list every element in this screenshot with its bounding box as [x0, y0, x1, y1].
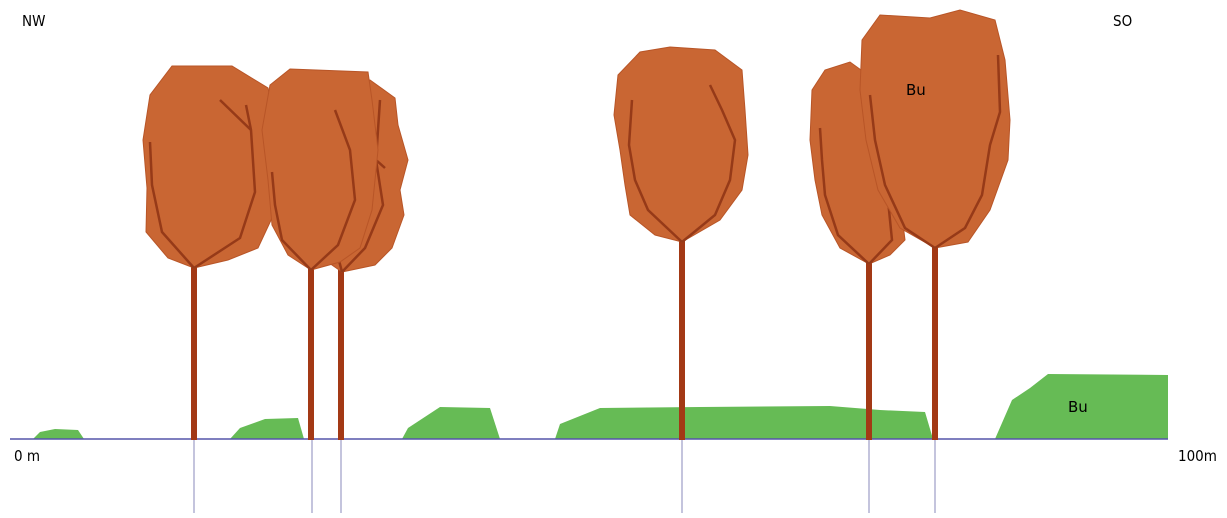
- direction-label-southeast: SO: [1113, 12, 1132, 30]
- trunk: [308, 268, 314, 440]
- shrub-layer: [33, 374, 1168, 439]
- scale-end-label: 100m: [1178, 447, 1217, 465]
- trunk: [866, 260, 872, 440]
- crown: [614, 47, 748, 242]
- crown: [262, 69, 378, 270]
- shrub-3: [402, 407, 500, 439]
- shrub-1: [33, 429, 84, 439]
- trunk: [191, 265, 197, 440]
- shrub-4: [555, 406, 933, 439]
- trunk: [932, 245, 938, 440]
- tree-1: [143, 66, 275, 440]
- tree-4: [614, 47, 748, 440]
- canopy-species-label: Bu: [906, 81, 926, 99]
- shrub-2: [230, 418, 304, 439]
- tree-position-markers: [194, 439, 935, 513]
- crown: [143, 66, 275, 268]
- trunk: [338, 270, 344, 440]
- scale-start-label: 0 m: [14, 447, 40, 465]
- shrub-species-label: Bu: [1068, 398, 1088, 416]
- trunk: [679, 238, 685, 440]
- direction-label-northwest: NW: [22, 12, 45, 30]
